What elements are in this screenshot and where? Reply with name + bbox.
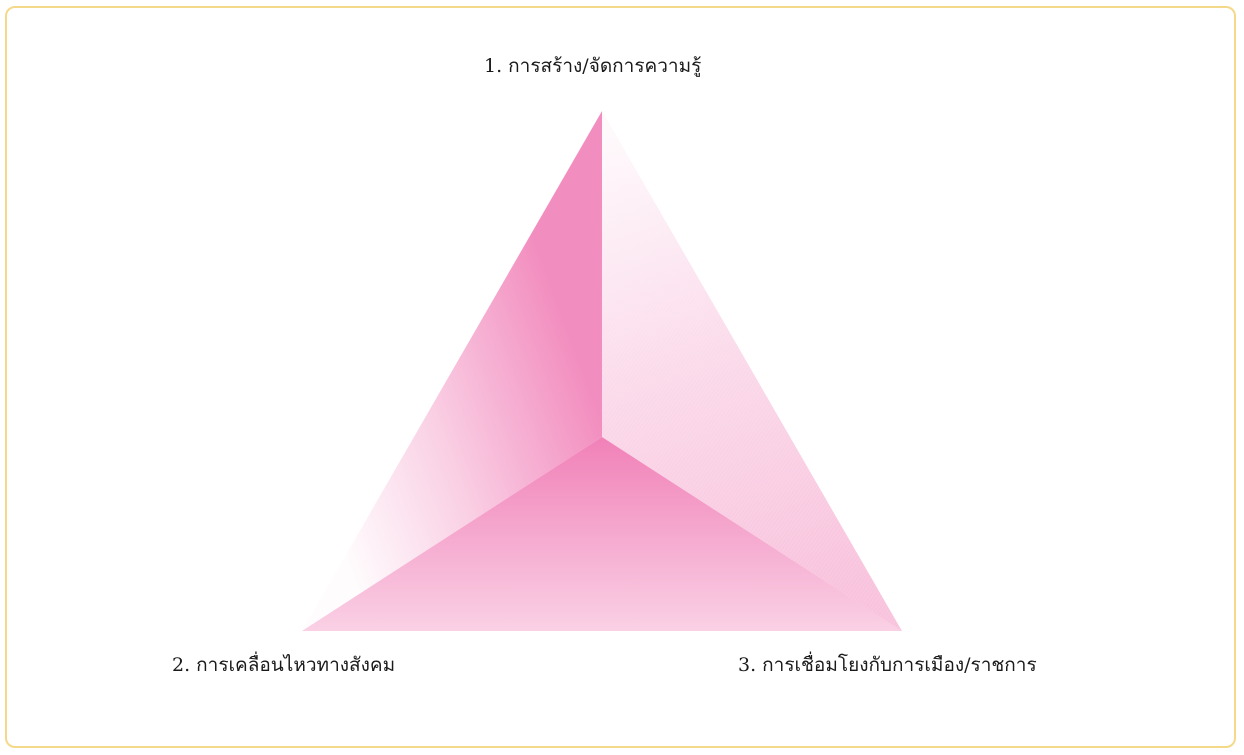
triangle-face-left: [302, 111, 602, 631]
diagram-label-knowledge: 1. การสร้าง/จัดการความรู้: [484, 55, 702, 77]
triangle-face-bottom: [302, 437, 902, 631]
triangle-face-right-texture: [602, 111, 902, 631]
diagram-label-social-movement: 2. การเคลื่อนไหวทางสังคม: [172, 654, 396, 676]
diagram-label-politics-bureaucracy: 3. การเชื่อมโยงกับการเมือง/ราชการ: [738, 654, 1037, 676]
